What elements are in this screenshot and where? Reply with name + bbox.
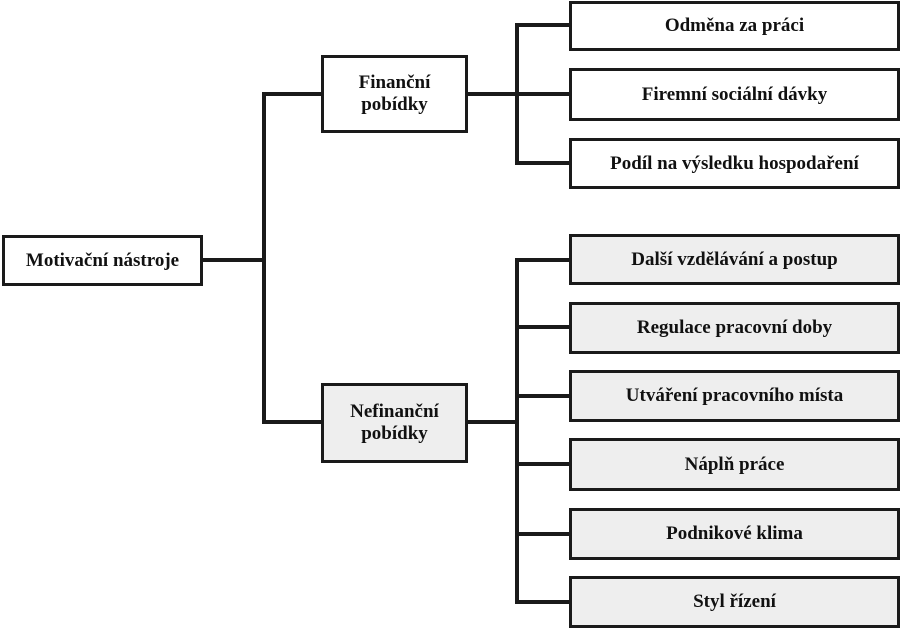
nonfinancial-label-line1: Nefinanční [350, 401, 439, 422]
nonfinancial-item: Styl řízení [569, 576, 900, 628]
nonfinancial-item-label: Další vzdělávání a postup [631, 248, 838, 270]
nonfinancial-node: Nefinanční pobídky [321, 383, 468, 463]
financial-label-line2: pobídky [361, 94, 428, 115]
nonfinancial-item-label: Styl řízení [693, 591, 776, 612]
nonfinancial-item-label: Podnikové klima [666, 523, 803, 544]
nonfinancial-item: Náplň práce [569, 438, 900, 491]
nonfinancial-item-label: Regulace pracovní doby [636, 317, 833, 338]
nonfinancial-item: Utváření pracovního místa [569, 370, 900, 422]
financial-item-label: Odměna za práci [664, 15, 805, 36]
financial-item-label: Firemní sociální dávky [641, 83, 828, 105]
financial-item: Firemní sociální dávky [569, 68, 900, 121]
nonfinancial-item-label: Utváření pracovního místa [625, 385, 844, 406]
financial-item: Odměna za práci [569, 1, 900, 51]
nonfinancial-item: Regulace pracovní doby [569, 302, 900, 354]
nonfinancial-item: Podnikové klima [569, 508, 900, 560]
nonfinancial-item: Další vzdělávání a postup [569, 234, 900, 285]
root-label: Motivační nástroje [25, 249, 180, 271]
financial-item-label: Podíl na výsledku hospodaření [610, 152, 859, 174]
nonfinancial-item-label: Náplň práce [684, 453, 785, 475]
nonfinancial-label-line2: pobídky [361, 423, 428, 444]
financial-node: Finanční pobídky [321, 55, 468, 133]
financial-label-line1: Finanční [358, 72, 431, 93]
financial-item: Podíl na výsledku hospodaření [569, 138, 900, 189]
root-node: Motivační nástroje [2, 235, 203, 286]
